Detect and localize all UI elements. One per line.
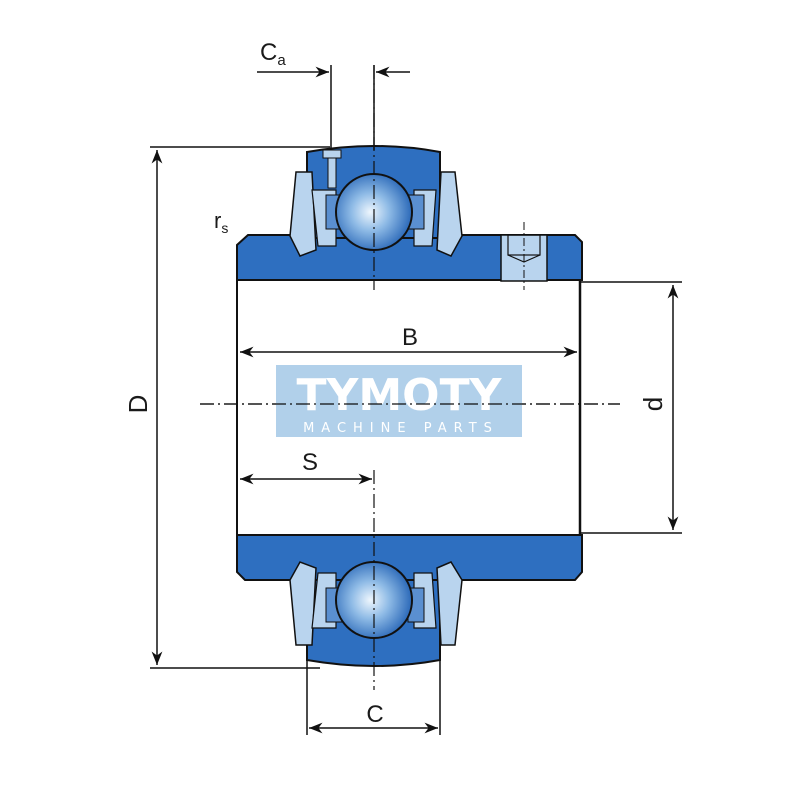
inner-ring-bottom bbox=[236, 534, 583, 584]
watermark: TYMOTY MACHINE PARTS bbox=[276, 365, 522, 437]
set-screw bbox=[500, 222, 548, 290]
dimension-d bbox=[580, 281, 682, 534]
label-C: C bbox=[366, 701, 383, 728]
label-S: S bbox=[302, 449, 318, 476]
outer-ring-top bbox=[289, 145, 463, 257]
dimension-D bbox=[150, 146, 330, 669]
dimension-Ca bbox=[257, 65, 410, 150]
dimension-C bbox=[306, 660, 441, 735]
label-d: d bbox=[638, 397, 668, 411]
label-D: D bbox=[123, 395, 153, 414]
watermark-title: TYMOTY bbox=[297, 370, 503, 421]
label-rs: rs bbox=[214, 208, 228, 236]
label-Ca: Ca bbox=[260, 39, 286, 69]
watermark-subtitle: MACHINE PARTS bbox=[303, 421, 499, 436]
label-B: B bbox=[402, 324, 418, 351]
